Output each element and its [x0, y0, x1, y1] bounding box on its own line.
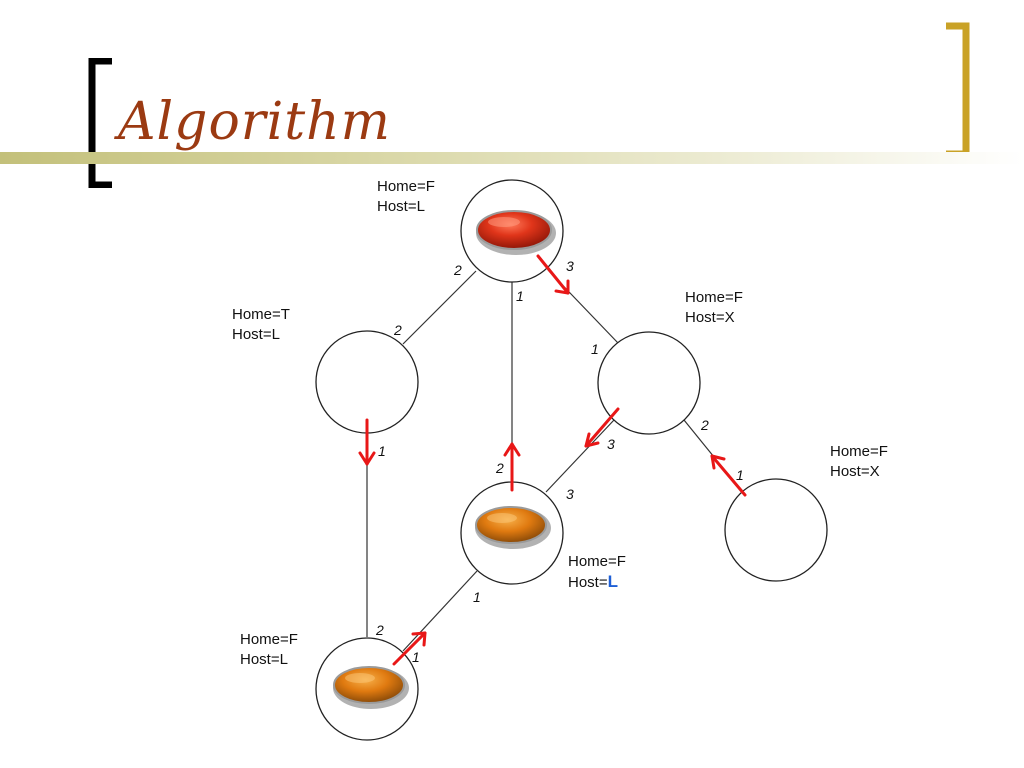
arrow-center-up-icon: [503, 442, 521, 492]
arrow-top-to-right-icon: [536, 254, 570, 295]
port-label: 2: [496, 460, 504, 476]
port-label: 3: [607, 436, 615, 452]
port-label: 3: [566, 486, 574, 502]
edge-right-center: [545, 419, 615, 493]
host-value: Host=L: [377, 198, 425, 215]
home-value: Home=F: [568, 553, 626, 570]
token-orange-bottom-left-icon: [333, 666, 409, 709]
node-label-center: Home=F Host=L: [568, 552, 626, 593]
port-label: 1: [473, 589, 481, 605]
port-label: 3: [566, 258, 574, 274]
left-bracket-icon: [88, 58, 112, 188]
node-label-bottom-left: Home=F Host=L: [240, 630, 298, 670]
port-label: 1: [736, 467, 744, 483]
host-value: Host=L: [232, 326, 280, 343]
host-value: Host=X: [685, 309, 735, 326]
edge-center-bottomleft: [402, 570, 478, 652]
arrow-right-to-center-icon: [584, 407, 620, 448]
host-line: Host=L: [568, 572, 626, 593]
port-label: 2: [701, 417, 709, 433]
port-label: 2: [376, 622, 384, 638]
port-label: 1: [412, 649, 420, 665]
host-value: Host=L: [240, 651, 288, 668]
node-left: [315, 330, 419, 434]
host-prefix: Host=: [568, 574, 608, 591]
token-red-icon: [476, 210, 556, 255]
port-label: 1: [591, 341, 599, 357]
home-value: Home=F: [377, 178, 435, 195]
node-right: [597, 331, 701, 435]
port-label: 2: [394, 322, 402, 338]
home-value: Home=T: [232, 306, 290, 323]
token-orange-center-icon: [475, 506, 551, 549]
host-value: Host=X: [830, 463, 880, 480]
home-value: Home=F: [685, 289, 743, 306]
host-highlight-value: L: [607, 572, 618, 591]
port-label: 2: [454, 262, 462, 278]
node-label-far-right: Home=F Host=X: [830, 442, 888, 482]
node-label-right: Home=F Host=X: [685, 288, 743, 328]
home-value: Home=F: [240, 631, 298, 648]
title-underline: [0, 152, 1024, 164]
node-far-right: [724, 478, 828, 582]
edge-top-left: [402, 270, 477, 345]
slide-title: Algorithm: [118, 92, 391, 152]
node-label-left: Home=T Host=L: [232, 305, 290, 345]
home-value: Home=F: [830, 443, 888, 460]
node-label-top: Home=F Host=L: [377, 177, 435, 217]
arrow-farright-to-right-icon: [710, 454, 747, 497]
arrow-bottomleft-to-center-icon: [392, 631, 427, 666]
arrow-left-down-icon: [358, 418, 376, 466]
port-label: 1: [378, 443, 386, 459]
port-label: 1: [516, 288, 524, 304]
